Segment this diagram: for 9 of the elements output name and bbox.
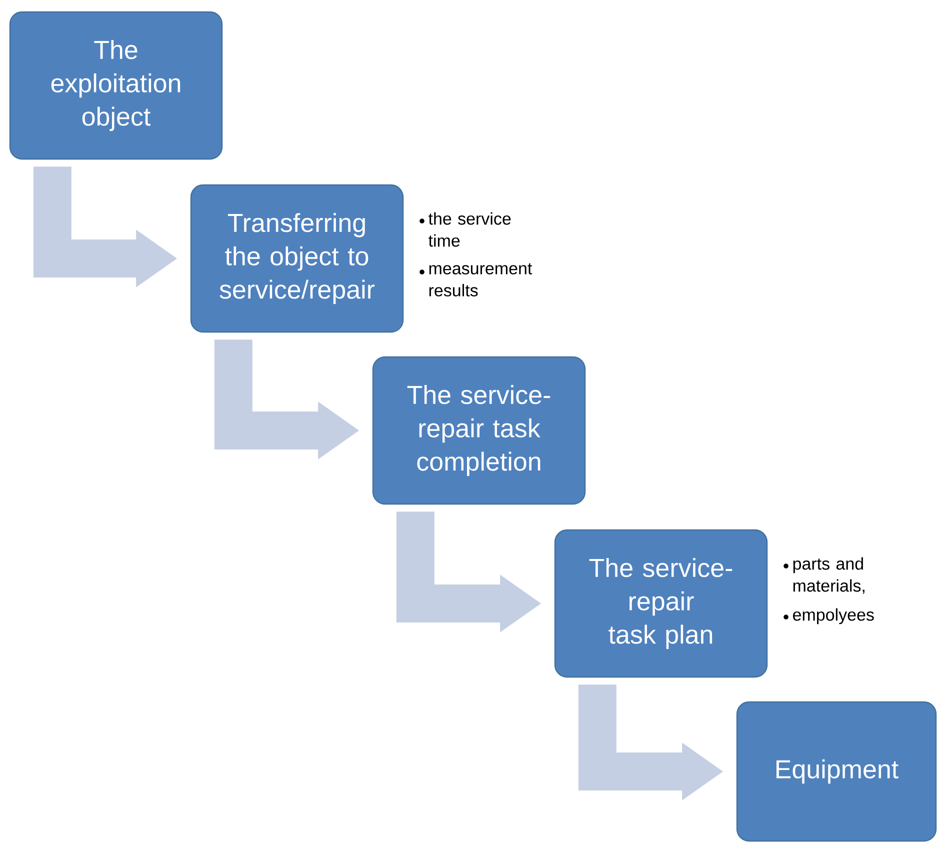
process-box: The service-repair task plan bbox=[554, 529, 768, 678]
bullet-text: the service time bbox=[428, 212, 511, 247]
process-box: Equipment bbox=[736, 701, 937, 842]
process-box: The exploitation object bbox=[9, 11, 223, 160]
bullet-text: parts and materials, bbox=[793, 557, 864, 594]
bullet-text: empolyees bbox=[793, 608, 874, 624]
bullet-text: measurement results bbox=[429, 263, 532, 296]
process-box: The service-repair task completion bbox=[372, 356, 586, 505]
process-box: Transferring the object to service/repair bbox=[190, 184, 404, 333]
